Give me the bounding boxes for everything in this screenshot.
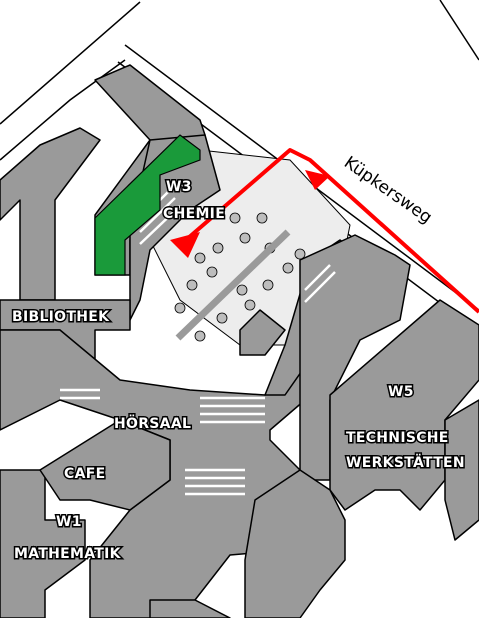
building-cafe — [39, 419, 171, 511]
building-left-wing — [0, 127, 101, 301]
w3-chemie-highlight — [94, 134, 201, 276]
label-werkstaetten: WERKSTÄTTEN — [346, 454, 465, 471]
building-hub-tab — [239, 309, 286, 356]
label-w1: W1 — [56, 514, 82, 530]
building-corner — [149, 599, 231, 618]
route-arrow-icon — [305, 170, 330, 190]
stair-stripes — [60, 189, 336, 496]
label-w3: W3 — [166, 179, 192, 195]
buildings — [0, 64, 479, 618]
label-mathematik: MATHEMATIK — [14, 546, 122, 562]
label-hoersaal: HÖRSAAL — [114, 414, 191, 432]
label-technische: TECHNISCHE — [346, 430, 449, 446]
label-chemie: CHEMIE — [163, 206, 225, 222]
building-w5 — [329, 299, 479, 511]
building-far-right — [444, 399, 479, 541]
route — [170, 148, 479, 314]
route-end-arrow-icon — [170, 232, 200, 258]
route-line — [178, 148, 479, 314]
courtyard-path — [175, 229, 291, 341]
building-labels: W3 CHEMIE BIBLIOTHEK HÖRSAAL CAFE W1 MAT… — [11, 178, 467, 564]
label-cafe: CAFE — [64, 466, 105, 482]
label-bibliothek: BIBLIOTHEK — [12, 309, 110, 325]
building-mathematik — [0, 469, 86, 618]
label-w5: W5 — [388, 384, 414, 400]
building-south — [244, 469, 346, 618]
building-east — [299, 234, 411, 481]
